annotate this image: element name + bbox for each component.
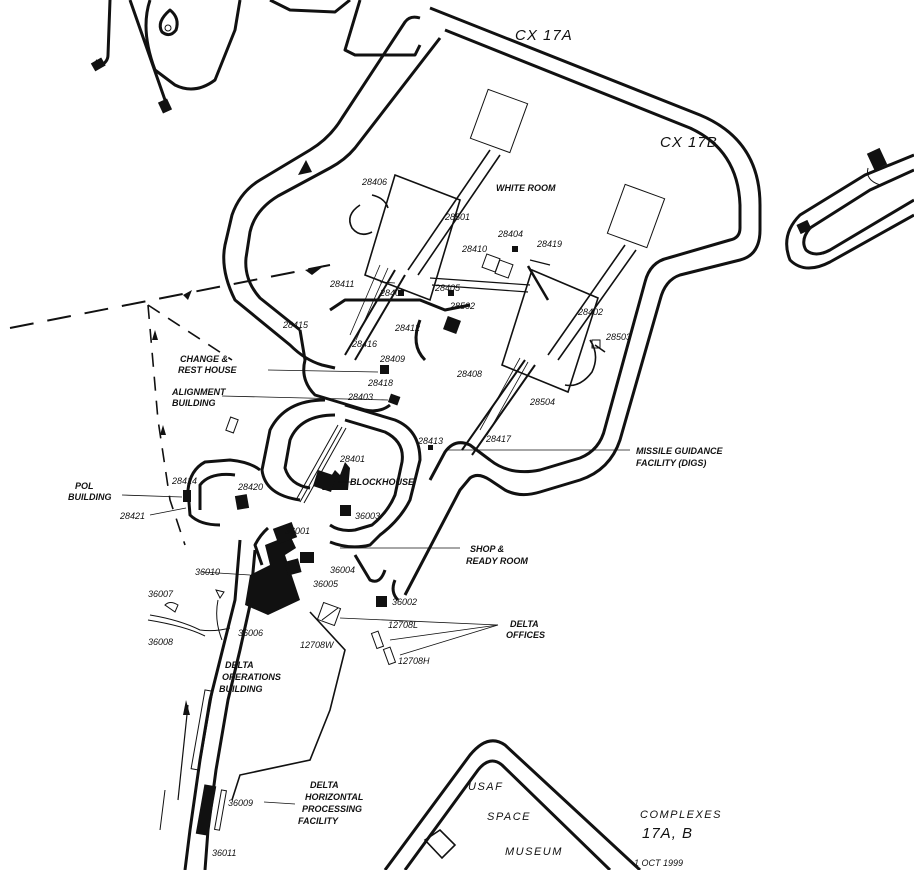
bldg-28414: 28414 — [171, 476, 197, 486]
legend-complexes: COMPLEXES — [640, 809, 722, 821]
label-delta-hpf-4: FACILITY — [298, 816, 339, 826]
label-change-rest-2: REST HOUSE — [178, 365, 238, 375]
bldg-28407: 28407 — [379, 288, 406, 298]
bldg-28410: 28410 — [461, 244, 487, 254]
bldg-28409: 28409 — [379, 354, 405, 364]
legend-date: 1 OCT 1999 — [634, 858, 683, 868]
label-shop-2: READY ROOM — [466, 556, 528, 566]
bldg-12708l: 12708L — [388, 620, 418, 630]
bldg-36008: 36008 — [148, 637, 173, 647]
bldg-36007: 36007 — [148, 589, 174, 599]
bldg-28401: 28401 — [339, 454, 365, 464]
museum-line-2: SPACE — [487, 811, 531, 823]
delta-operations-area — [147, 522, 397, 836]
bldg-28406: 28406 — [361, 177, 387, 187]
legend-name: 17A, B — [642, 825, 693, 842]
bldg-28502: 28502 — [449, 301, 475, 311]
label-delta-ops-2: OPERATIONS — [222, 672, 281, 682]
label-missile-2: FACILITY (DIGS) — [636, 458, 706, 468]
complex-label-17a: CX 17A — [515, 27, 573, 44]
label-alignment-2: BUILDING — [172, 398, 216, 408]
bldg-28408: 28408 — [456, 369, 482, 379]
label-change-rest-1: CHANGE & — [180, 354, 228, 364]
bldg-36006: 36006 — [238, 628, 263, 638]
label-delta-hpf-2: HORIZONTAL — [305, 792, 363, 802]
label-delta-ops-3: BUILDING — [219, 684, 263, 694]
label-missile-1: MISSILE GUIDANCE — [636, 446, 724, 456]
bldg-36009: 36009 — [228, 798, 253, 808]
boundary-line — [9, 160, 331, 546]
label-delta-offices-2: OFFICES — [506, 630, 545, 640]
label-delta-ops-1: DELTA — [225, 660, 254, 670]
bldg-28415: 28415 — [282, 320, 309, 330]
bldg-28411: 28411 — [329, 279, 354, 289]
museum-line-1: USAF — [468, 781, 503, 793]
complex-label-17b: CX 17B — [660, 134, 718, 151]
bldg-28418: 28418 — [367, 378, 393, 388]
bldg-28421: 28421 — [119, 511, 145, 521]
label-pol-2: BUILDING — [68, 492, 112, 502]
bldg-36005: 36005 — [313, 579, 339, 589]
bldg-36001: 36001 — [285, 526, 310, 536]
launch-pad-17b — [429, 183, 666, 456]
bldg-28412: 28412 — [394, 323, 420, 333]
bldg-36011: 36011 — [212, 848, 236, 858]
museum-line-3: MUSEUM — [505, 846, 563, 858]
bldg-28419: 28419 — [536, 239, 562, 249]
bldg-28504: 28504 — [529, 397, 555, 407]
label-delta-hpf-3: PROCESSING — [302, 804, 362, 814]
bldg-12708h: 12708H — [398, 656, 430, 666]
bldg-36004: 36004 — [330, 565, 355, 575]
label-delta-offices-1: DELTA — [510, 619, 539, 629]
bldg-36010: 36010 — [195, 567, 220, 577]
label-pol-1: POL — [75, 481, 94, 491]
central-structures — [380, 246, 601, 450]
bldg-28402: 28402 — [577, 307, 603, 317]
bldg-28403: 28403 — [347, 392, 373, 402]
bldg-28503: 28503 — [605, 332, 631, 342]
blockhouse-area — [183, 416, 351, 516]
bldg-28404: 28404 — [497, 229, 523, 239]
bldg-36002: 36002 — [392, 597, 417, 607]
label-delta-hpf-1: DELTA — [310, 780, 339, 790]
label-white-room: WHITE ROOM — [496, 183, 556, 193]
bldg-28405: 28405 — [434, 283, 461, 293]
leader-lines — [121, 281, 630, 805]
bldg-36003: 36003 — [355, 511, 380, 521]
bldg-28420: 28420 — [237, 482, 263, 492]
bldg-28417: 28417 — [485, 434, 512, 444]
label-alignment-1: ALIGNMENT — [171, 387, 227, 397]
bldg-28416: 28416 — [351, 339, 377, 349]
building-number-labels: 28406 28501 28410 28404 28419 28411 2840… — [119, 177, 631, 858]
label-blockhouse: BLOCKHOUSE — [350, 477, 415, 487]
bldg-28413: 28413 — [417, 436, 443, 446]
bldg-12708w: 12708W — [300, 640, 335, 650]
launch-pad-17a — [344, 88, 529, 361]
label-shop-1: SHOP & — [470, 544, 504, 554]
bldg-28501: 28501 — [444, 212, 470, 222]
